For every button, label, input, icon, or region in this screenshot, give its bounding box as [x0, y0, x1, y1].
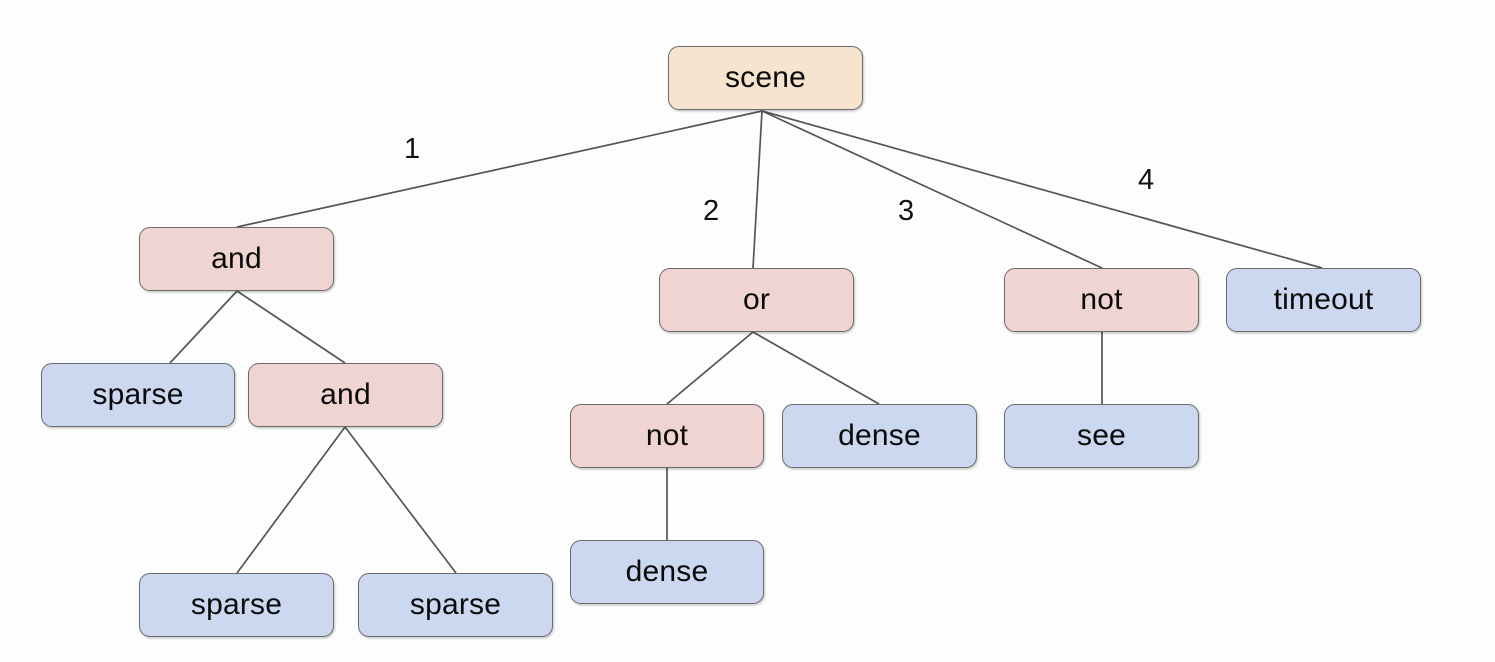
tree-edge [752, 110, 763, 269]
tree-edge [236, 110, 763, 228]
tree-node-label: and [320, 378, 371, 411]
tree-node-label: or [742, 283, 771, 316]
tree-node-label: dense [838, 419, 921, 452]
edge-label-1: 1 [404, 133, 421, 165]
tree-node-see[interactable]: see [1004, 404, 1199, 468]
tree-node-and[interactable]: and [248, 363, 443, 427]
tree-node-label: timeout [1273, 283, 1374, 316]
edge-label-3: 3 [898, 195, 915, 227]
tree-edge [169, 290, 238, 364]
tree-node-label: see [1077, 419, 1126, 452]
tree-edge [666, 331, 754, 405]
tree-node-scene[interactable]: scene [668, 46, 863, 110]
tree-node-and[interactable]: and [139, 227, 334, 291]
tree-node-label: not [645, 419, 689, 452]
tree-node-sparse[interactable]: sparse [358, 573, 553, 637]
tree-node-not[interactable]: not [570, 404, 764, 468]
tree-node-label: sparse [409, 588, 502, 621]
tree-edge [344, 426, 457, 574]
tree-node-timeout[interactable]: timeout [1226, 268, 1421, 332]
edge-label-4: 4 [1138, 164, 1155, 196]
tree-edge [752, 331, 880, 405]
tree-node-label: dense [625, 555, 709, 588]
tree-node-or[interactable]: or [659, 268, 854, 332]
tree-edge [761, 110, 1103, 269]
tree-node-dense[interactable]: dense [570, 540, 764, 604]
tree-node-sparse[interactable]: sparse [41, 363, 235, 427]
tree-node-label: sparse [92, 378, 184, 411]
tree-node-label: scene [724, 61, 807, 94]
tree-node-not[interactable]: not [1004, 268, 1199, 332]
tree-node-dense[interactable]: dense [782, 404, 977, 468]
edge-label-2: 2 [703, 195, 720, 227]
tree-node-label: sparse [190, 588, 283, 621]
tree-node-sparse[interactable]: sparse [139, 573, 334, 637]
tree-node-label: not [1080, 283, 1123, 316]
tree-node-label: and [211, 242, 262, 275]
tree-edge [236, 426, 346, 574]
tree-edge [761, 110, 1323, 269]
tree-edge [236, 290, 346, 364]
